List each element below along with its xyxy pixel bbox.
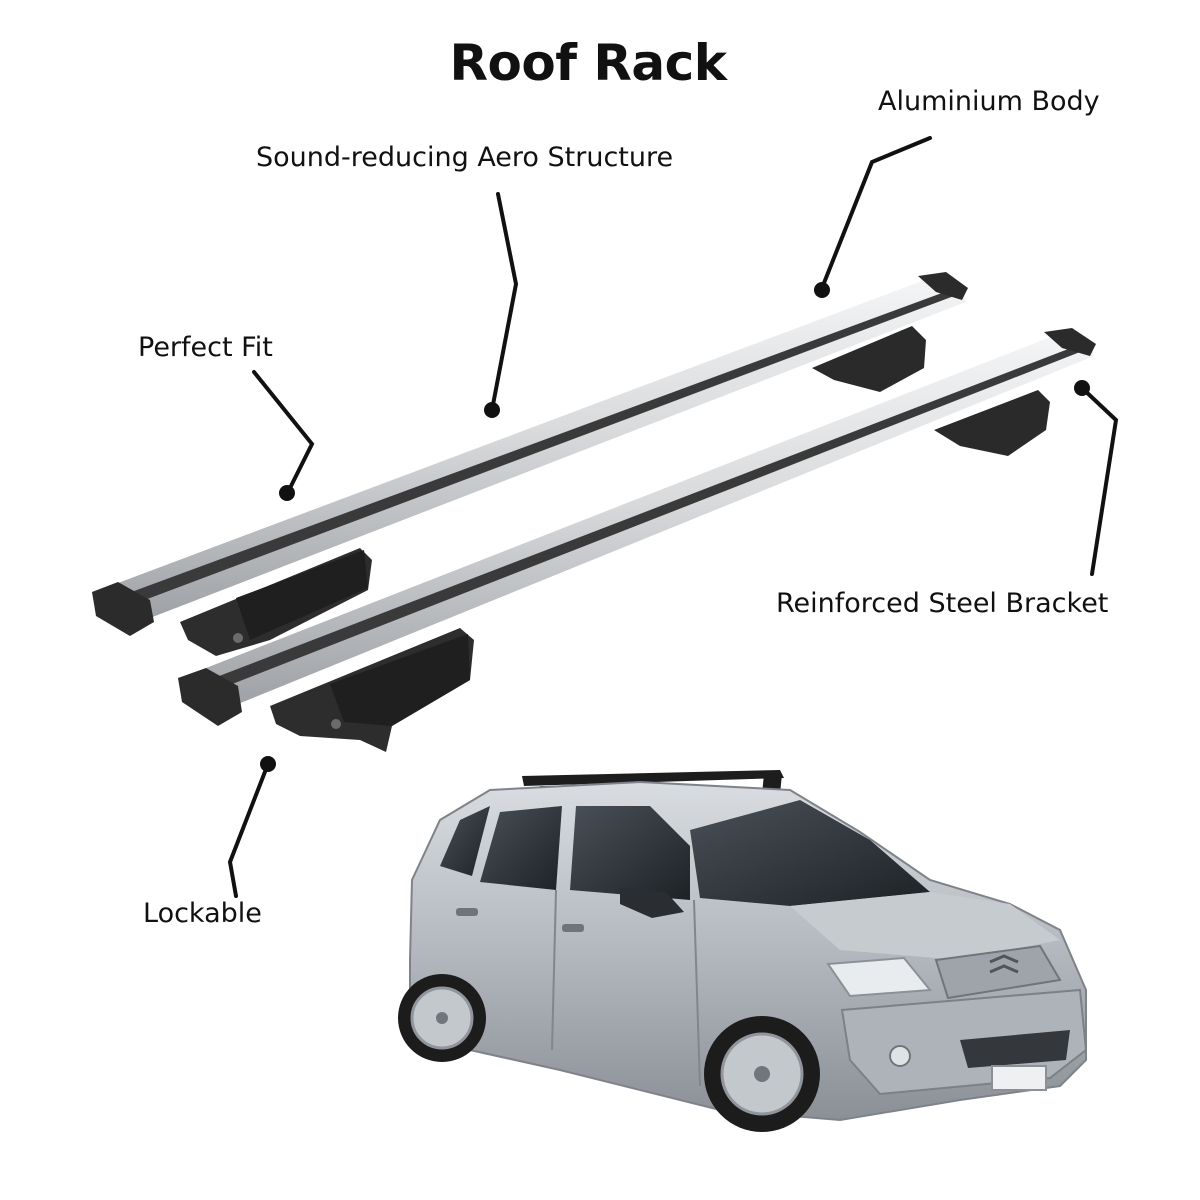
car-headlight <box>826 956 932 998</box>
car-door-line <box>551 889 557 1051</box>
car-logo-icon <box>989 954 1019 974</box>
car-rear-door-window <box>480 806 562 890</box>
leader-perfect-fit <box>252 370 315 494</box>
rear-bar-left-endcap <box>92 582 154 636</box>
car-front-wheel <box>704 1016 820 1132</box>
car-fog-light <box>889 1045 911 1067</box>
leader-reinforced-bracket <box>1080 386 1119 576</box>
leader-sound-reducing <box>490 192 519 412</box>
callout-sound-reducing: Sound-reducing Aero Structure <box>256 142 674 173</box>
dot-lockable <box>260 756 276 772</box>
front-bar-left-foot-clamp <box>330 634 470 726</box>
callout-aluminium-body: Aluminium Body <box>878 86 1100 117</box>
callout-leaders <box>227 136 1119 898</box>
car-lower-grille <box>960 1030 1070 1068</box>
car-illustration <box>398 770 1088 1132</box>
car-rear-wheel <box>398 974 486 1062</box>
dot-perfect-fit <box>279 485 295 501</box>
rear-bar-right-endcap <box>918 272 968 300</box>
front-bar-right-endcap <box>1044 328 1096 356</box>
car-roof-rack <box>522 770 784 786</box>
car-front-door-handle <box>562 924 584 932</box>
callout-lockable: Lockable <box>143 898 262 929</box>
car-windshield <box>690 800 930 906</box>
page-title: Roof Rack <box>449 34 728 92</box>
car-front-door-window <box>570 806 690 900</box>
front-crossbar <box>178 328 1096 752</box>
rear-crossbar <box>92 272 968 656</box>
car-side-mirror <box>620 888 684 918</box>
leader-aluminium-body <box>820 136 932 290</box>
dot-reinforced-bracket <box>1074 380 1090 396</box>
front-bar-left-endcap <box>178 668 242 726</box>
front-bar-lock-icon <box>331 719 341 729</box>
rear-bar-right-foot <box>812 326 926 392</box>
car-grille <box>934 944 1062 1000</box>
car-door-line-front <box>693 899 701 1087</box>
dot-sound-reducing <box>484 402 500 418</box>
callout-perfect-fit: Perfect Fit <box>138 332 273 363</box>
rear-bar-left-foot-clamp <box>236 550 368 640</box>
front-bar-right-foot <box>934 390 1050 456</box>
rear-bar-lock-icon <box>233 633 243 643</box>
car-rear-door-handle <box>456 908 478 916</box>
leader-lockable <box>227 762 270 898</box>
front-bar-groove <box>214 346 1080 688</box>
dot-aluminium-body <box>814 282 830 298</box>
callout-dots <box>260 282 1090 772</box>
car-rear-window <box>440 806 490 876</box>
car-hood <box>790 892 1060 960</box>
car-license-plate <box>991 1065 1047 1091</box>
rear-bar-groove <box>126 290 954 604</box>
callout-reinforced-bracket: Reinforced Steel Bracket <box>776 588 1109 619</box>
